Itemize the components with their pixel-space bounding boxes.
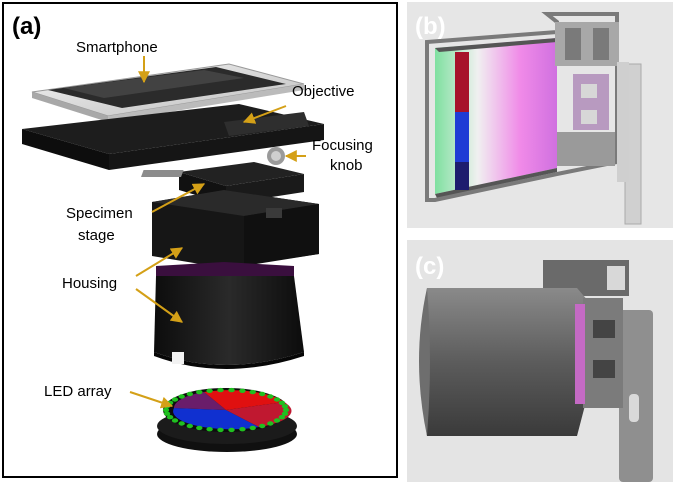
panel-b-label: (b)	[415, 13, 446, 40]
led-dot	[281, 404, 289, 409]
panel-c-label: (c)	[415, 253, 444, 280]
specimen-stage-arrow	[151, 183, 206, 213]
led-dot	[178, 394, 185, 399]
panel-a: (a) Smartphone Objective Focusing knob S…	[2, 2, 398, 478]
led-ring-illustration	[162, 387, 290, 433]
led-dot	[228, 387, 235, 393]
led-dot	[273, 397, 281, 402]
led-array-label: LED array	[44, 383, 112, 400]
housing-arrow-upper	[135, 247, 184, 277]
panel-b-illustration: (b)	[407, 2, 673, 228]
led-dot	[186, 391, 193, 397]
panel-a-label: (a)	[12, 13, 41, 40]
led-array-arrow	[129, 391, 174, 409]
led-array-illustration	[157, 387, 297, 452]
led-dot	[278, 400, 286, 405]
led-dot	[196, 425, 203, 431]
led-dot	[171, 418, 179, 423]
led-dot	[217, 427, 224, 433]
led-dot	[249, 425, 256, 431]
housing-ring-illustration	[156, 262, 294, 280]
led-dot	[171, 397, 179, 402]
led-dot	[278, 415, 286, 420]
led-dot	[206, 427, 213, 432]
led-dot	[282, 407, 290, 413]
led-dot	[217, 387, 224, 393]
led-dot	[281, 411, 289, 416]
housing-label: Housing	[62, 275, 117, 292]
smartphone-label: Smartphone	[76, 39, 158, 56]
panel-c: (c)	[407, 240, 673, 482]
led-dot	[267, 421, 274, 426]
led-dot	[186, 423, 193, 429]
housing-upper-illustration	[152, 190, 319, 268]
led-dot	[206, 388, 213, 393]
housing-arrow-lower	[135, 288, 183, 323]
focusing-label-line2: knob	[330, 157, 363, 174]
led-dot	[273, 418, 281, 423]
led-dot	[163, 411, 171, 416]
led-dot	[178, 421, 185, 426]
led-dot	[267, 394, 274, 399]
led-dot	[239, 427, 246, 432]
led-dot	[196, 389, 203, 395]
led-dot	[259, 423, 266, 429]
panel-b: (b)	[407, 2, 673, 228]
led-dot	[166, 415, 174, 420]
led-dot	[259, 391, 266, 397]
smartphone-illustration	[31, 63, 305, 122]
panel-a-illustration: (a) Smartphone Objective Focusing knob S…	[12, 13, 373, 452]
led-dot	[228, 427, 235, 433]
specimen-label-line1: Specimen	[66, 205, 133, 222]
specimen-label-line2: stage	[78, 227, 115, 244]
led-dot	[239, 388, 246, 393]
led-dot	[249, 389, 256, 395]
annotation-arrows	[129, 56, 306, 409]
panel-c-illustration: (c)	[407, 240, 673, 482]
housing-lower-illustration	[154, 276, 304, 369]
objective-label: Objective	[292, 83, 355, 100]
objective-arrow	[242, 105, 287, 124]
led-dot	[162, 407, 170, 413]
focusing-label-line1: Focusing	[312, 137, 373, 154]
